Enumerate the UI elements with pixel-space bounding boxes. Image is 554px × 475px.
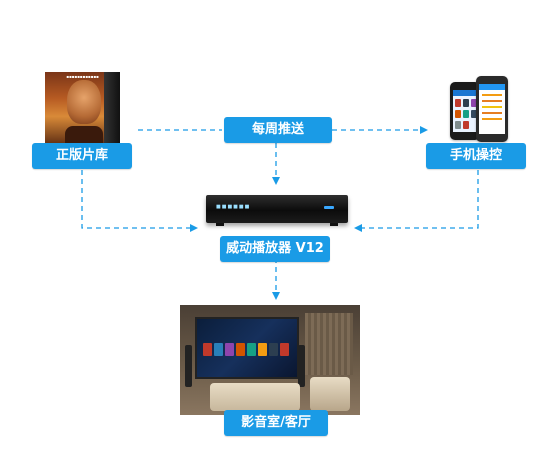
poster-figure bbox=[65, 126, 103, 146]
room-screen bbox=[195, 317, 299, 379]
media-player-icon: ■■■■■■ bbox=[206, 195, 348, 226]
library-label: 正版片库 bbox=[32, 143, 132, 169]
arrow-library-to-player bbox=[81, 170, 198, 232]
room-armchair bbox=[310, 377, 350, 411]
push-label: 每周推送 bbox=[224, 117, 332, 143]
arrow-mobile-to-player bbox=[354, 170, 479, 232]
room-label: 影音室/客厅 bbox=[224, 410, 328, 436]
player-led bbox=[324, 206, 334, 209]
poster-face bbox=[67, 80, 101, 124]
room-sofa bbox=[210, 383, 300, 411]
smartphone-icon bbox=[450, 82, 480, 140]
movie-poster-icon: ▪▪▪▪▪▪▪▪▪▪▪▪ bbox=[45, 72, 120, 146]
player-display: ■■■■■■ bbox=[216, 204, 251, 210]
poster-title-strip: ▪▪▪▪▪▪▪▪▪▪▪▪ bbox=[66, 74, 99, 79]
mobile-label: 手机操控 bbox=[426, 143, 526, 169]
home-theater-icon bbox=[180, 305, 360, 415]
poster-stack bbox=[104, 72, 120, 146]
player-label: 威动播放器 V12 bbox=[220, 236, 330, 262]
smartphone-icon-2 bbox=[476, 76, 508, 142]
